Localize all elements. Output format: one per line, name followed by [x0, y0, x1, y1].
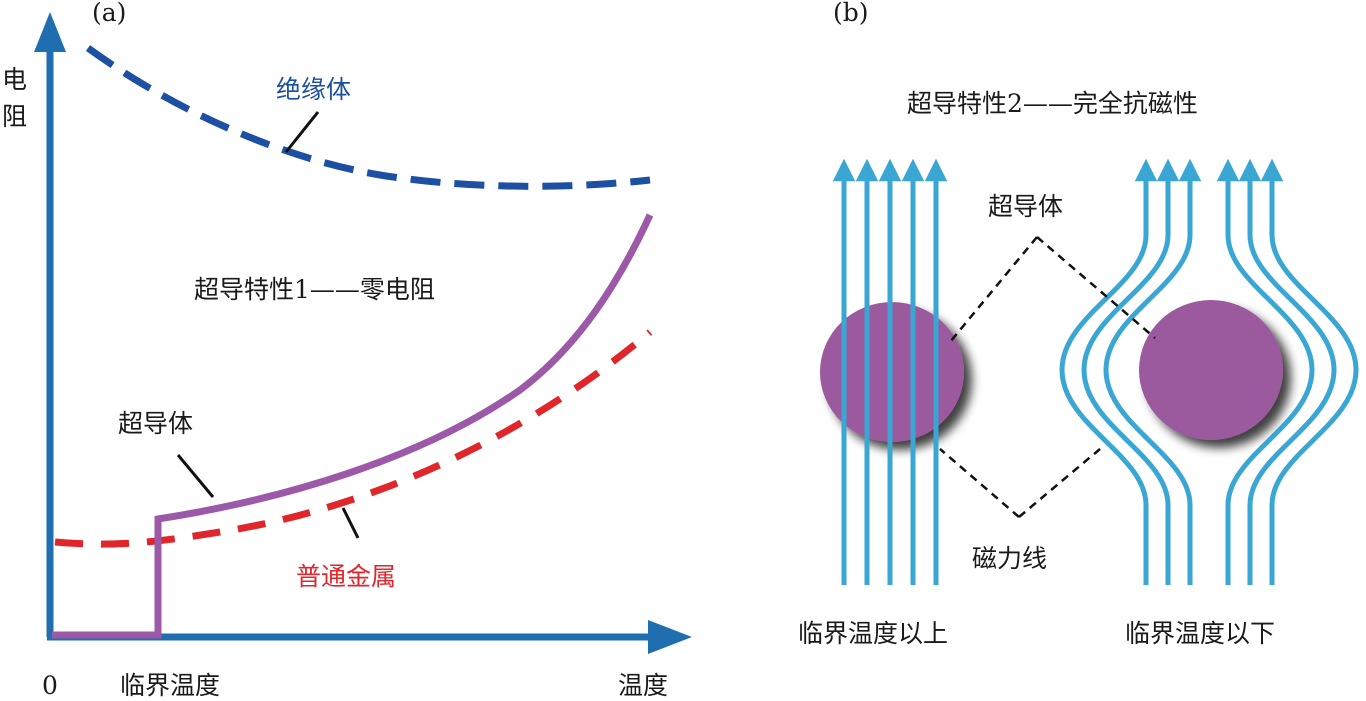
field-lines-straight	[832, 158, 948, 585]
field-lines-expelled	[1059, 158, 1359, 585]
insulator-label: 绝缘体	[276, 75, 351, 104]
panel-b-title: 超导特性2——完全抗磁性	[907, 89, 1198, 118]
field-line	[1081, 158, 1180, 585]
above-critical-label: 临界温度以上	[798, 619, 948, 648]
field-line	[1059, 158, 1158, 585]
superconductor-pointer-a	[176, 454, 215, 498]
above-critical-group	[820, 158, 964, 585]
y-axis-label-char-1: 电	[2, 65, 27, 94]
insulator-pointer	[284, 111, 320, 153]
superconductor-curve	[52, 213, 654, 639]
insulator-curve	[85, 45, 651, 190]
panel-b: (b) 超导特性2——完全抗磁性	[798, 0, 1359, 648]
panel-a: (a) 电 阻 0 临界温度 温度 绝缘体 超导特性1——零电阻 普通金属 超导…	[2, 0, 692, 700]
y-axis-label-char-2: 阻	[2, 102, 27, 131]
panel-a-title: 超导特性1——零电阻	[194, 275, 435, 304]
below-critical-group	[1059, 158, 1359, 585]
annotation-pointers	[939, 236, 1156, 518]
field-lines-label: 磁力线	[972, 544, 1047, 573]
x-axis-arrow-icon	[648, 620, 692, 654]
y-axis-arrow-icon	[34, 12, 66, 52]
panel-b-tag: (b)	[833, 0, 869, 27]
critical-temperature-label: 临界温度	[120, 671, 220, 700]
superconductor-label-b: 超导体	[988, 192, 1063, 221]
pointer-field-left	[939, 448, 1020, 518]
field-line	[1216, 158, 1315, 585]
temperature-axis-label: 温度	[618, 671, 668, 700]
field-line	[1103, 158, 1202, 585]
panel-a-tag: (a)	[92, 0, 126, 27]
field-line	[1238, 158, 1337, 585]
origin-label: 0	[42, 671, 58, 700]
below-critical-label: 临界温度以下	[1125, 619, 1275, 648]
pointer-superconductor-left	[949, 236, 1038, 343]
pointer-superconductor-right	[1036, 236, 1156, 339]
normal-metal-curve	[54, 329, 653, 548]
pointer-field-right	[1018, 448, 1101, 518]
field-line	[1260, 158, 1359, 585]
normal-metal-label: 普通金属	[296, 562, 396, 591]
superconductor-sphere-right	[1139, 300, 1283, 440]
metal-pointer	[341, 507, 360, 539]
superconductor-label-a: 超导体	[118, 409, 193, 438]
